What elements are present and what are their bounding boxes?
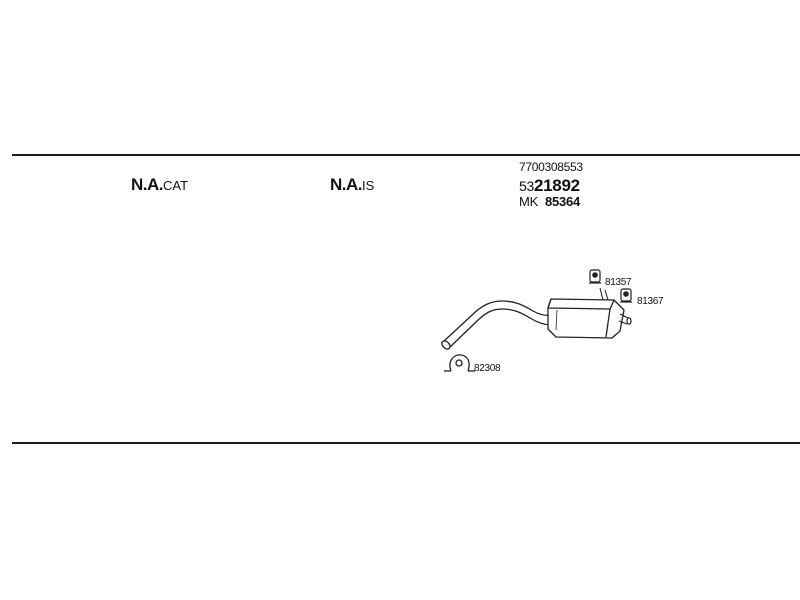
kit-prefix: MK [519, 194, 539, 209]
column-is-label: N.A.IS [330, 176, 374, 193]
mount-1-part-label: 81357 [605, 277, 632, 288]
part-number-prefix: 53 [519, 178, 534, 194]
part-number: 5321892 [519, 177, 580, 194]
mount-2-part-label: 81367 [637, 296, 664, 307]
oe-number: 7700308553 [519, 160, 583, 174]
column-cat-label: N.A.CAT [131, 176, 188, 193]
kit-number-value: 85364 [544, 194, 581, 209]
rear-muffler [547, 298, 625, 339]
rubber-mount-icon [589, 269, 601, 284]
part-number-main: 21892 [533, 176, 580, 195]
clamp-part-label: 82308 [474, 363, 501, 374]
kit-number: MK 85364 [519, 195, 580, 208]
column-cat-suffix: CAT [163, 178, 189, 193]
top-divider [12, 154, 800, 156]
hanger-bracket [599, 287, 609, 301]
column-is-suffix: IS [362, 178, 375, 193]
bottom-divider [12, 442, 800, 444]
tail-pipe [441, 300, 553, 350]
rubber-mount-icon [620, 288, 632, 303]
clamp-icon [444, 354, 475, 372]
column-is-main: N.A. [330, 175, 363, 194]
outlet-pipe [618, 313, 632, 325]
column-cat-main: N.A. [131, 175, 164, 194]
